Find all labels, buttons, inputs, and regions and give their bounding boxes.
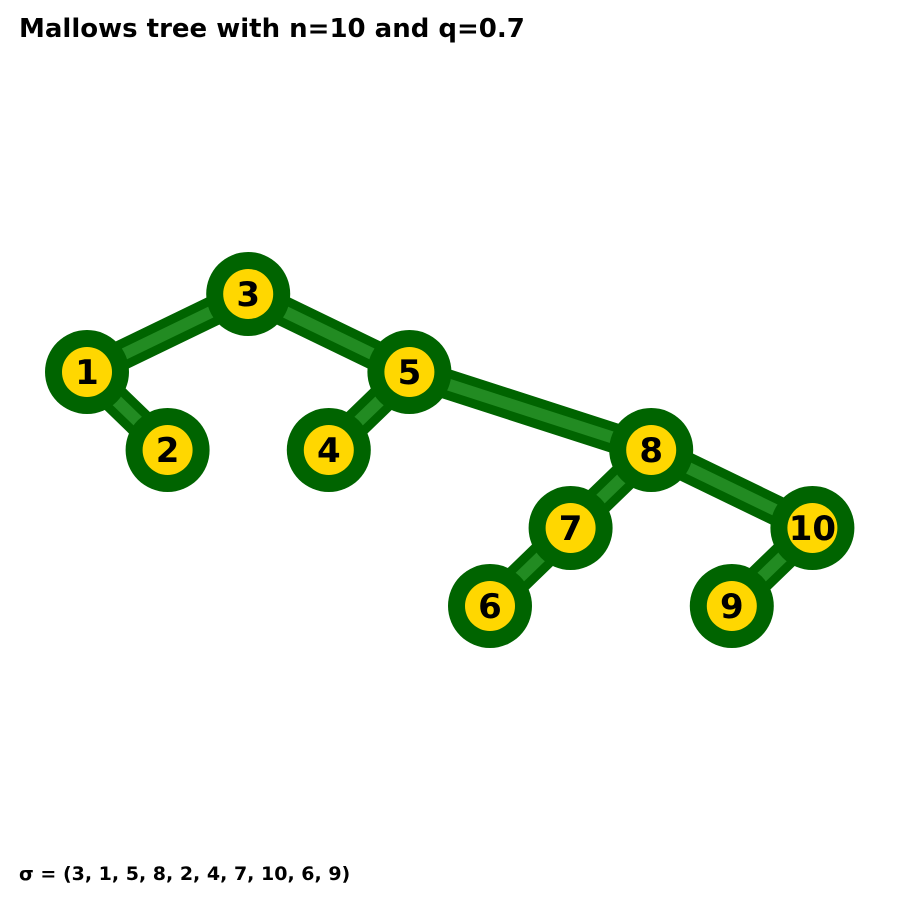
node-fill (384, 347, 435, 397)
node-label: 10 (789, 509, 836, 549)
edge-highlight-5-8 (407, 366, 654, 456)
node-label: 9 (720, 587, 744, 627)
node-label: 1 (75, 353, 99, 393)
tree-node-4: 4 (286, 408, 371, 492)
tree-node-5: 5 (367, 330, 452, 414)
node-fill (626, 425, 677, 475)
node-fill (223, 269, 274, 319)
node-label: 8 (639, 431, 663, 471)
tree-node-1: 1 (45, 330, 129, 414)
node-fill (142, 425, 193, 475)
node-fill (545, 503, 596, 553)
permutation-label: σ = (3, 1, 5, 8, 2, 4, 7, 10, 6, 9) (19, 863, 351, 885)
tree-node-10: 10 (770, 486, 855, 570)
node-label: 5 (398, 353, 422, 393)
node-label: 3 (236, 275, 260, 315)
node-fill (303, 425, 354, 475)
node-fill (465, 581, 515, 631)
node-label: 7 (559, 509, 583, 549)
tree-node-2: 2 (125, 408, 210, 492)
node-label: 6 (478, 587, 502, 627)
node-label: 2 (156, 431, 180, 471)
diagram-title: Mallows tree with n=10 and q=0.7 (19, 14, 525, 44)
tree-node-8: 8 (609, 408, 694, 492)
tree-node-6: 6 (448, 564, 532, 648)
node-fill (62, 347, 112, 397)
nodes-layer: 1 2 3 4 5 6 7 8 9 10 (45, 252, 855, 648)
node-fill (787, 503, 838, 553)
node-label: 4 (317, 431, 341, 471)
tree-node-9: 9 (689, 564, 774, 648)
tree-node-3: 3 (206, 252, 291, 336)
tree-node-7: 7 (528, 486, 613, 570)
node-fill (706, 581, 757, 631)
